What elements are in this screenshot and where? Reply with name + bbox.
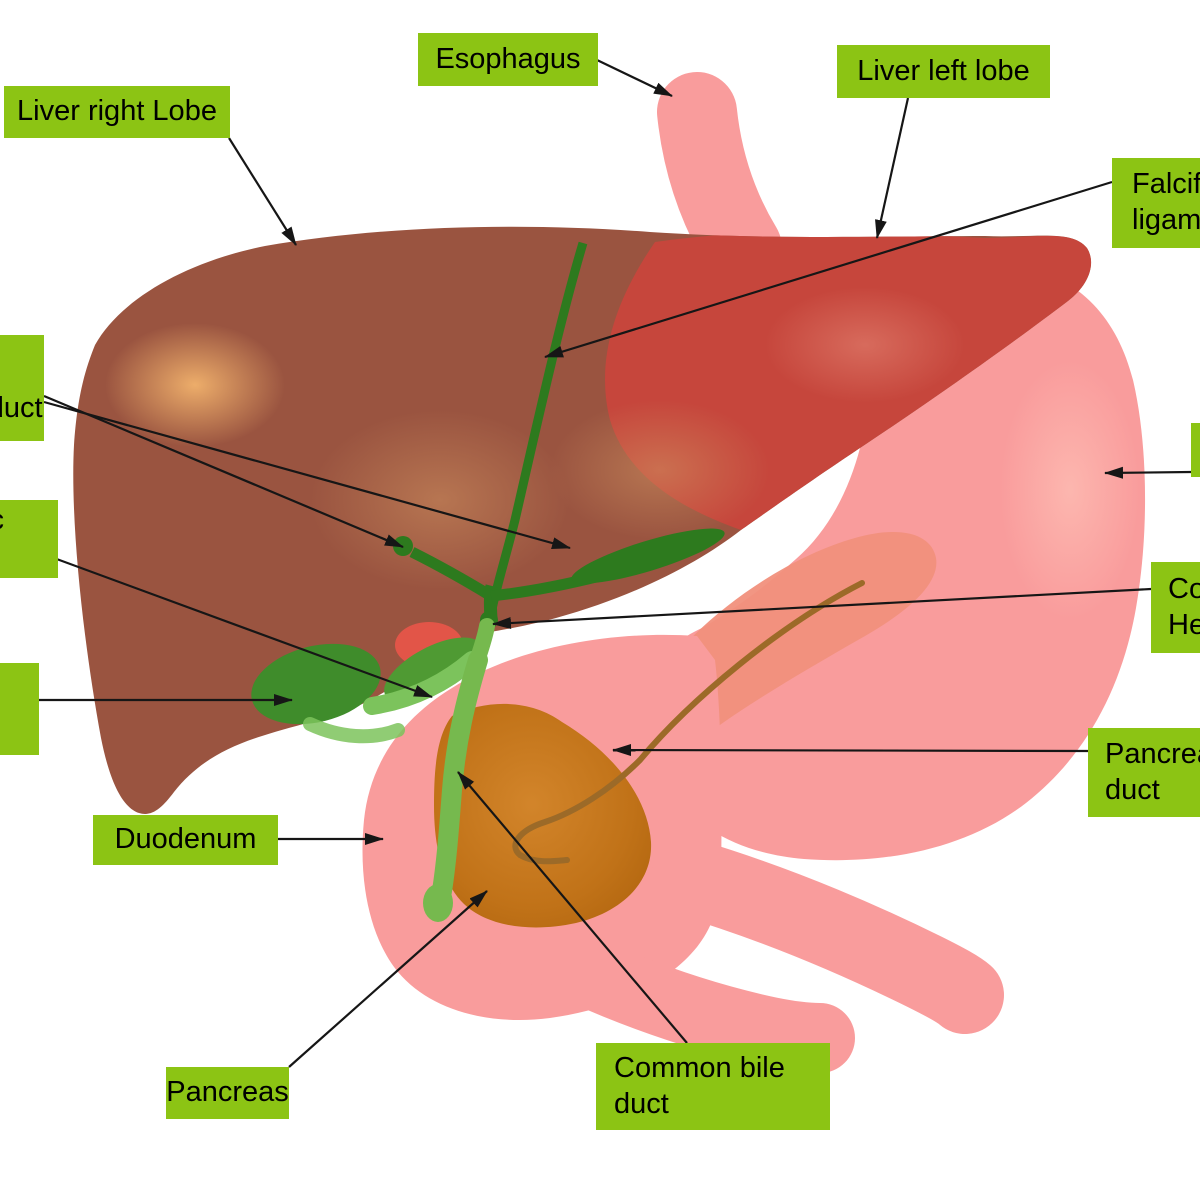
label-liver-right-lobe: Liver right Lobe bbox=[4, 86, 230, 138]
leader-stomach bbox=[1104, 466, 1192, 479]
label-falciform-ligament-line1: Falciform bbox=[1132, 168, 1200, 201]
leader-cystic-duct bbox=[23, 545, 433, 699]
leader-hepatic-duct-left bbox=[43, 394, 404, 549]
leader-common-bile-duct bbox=[457, 771, 688, 1044]
label-common-hepatic-duct: Common Hepatic duct bbox=[1151, 562, 1200, 653]
label-duodenum: Duodenum bbox=[93, 815, 278, 865]
label-pancreatic-duct: Pancreatic duct bbox=[1088, 728, 1200, 817]
common-bile-duct-shape bbox=[430, 650, 488, 913]
leader-liver-left-lobe bbox=[875, 97, 910, 239]
leader-falciform-ligament bbox=[544, 180, 1113, 359]
jejunum-shape bbox=[495, 839, 1004, 1073]
label-common-bile-duct-line2: duct bbox=[614, 1087, 669, 1120]
leader-hepatic-duct-right bbox=[43, 400, 571, 550]
esophagus-shape bbox=[657, 72, 782, 288]
pancreatic-duct-shape bbox=[512, 580, 865, 865]
leader-pancreatic-duct bbox=[612, 744, 1089, 757]
right-hepatic-duct-shape bbox=[571, 528, 725, 584]
label-pancreatic-duct-line2: duct bbox=[1105, 773, 1160, 806]
label-common-hepatic-duct-line2: Hepatic duct bbox=[1168, 608, 1200, 641]
label-duodenum-text: Duodenum bbox=[114, 823, 257, 856]
label-pancreas-text: Pancreas bbox=[166, 1076, 289, 1109]
label-stomach bbox=[1191, 423, 1200, 477]
leader-pancreas bbox=[288, 890, 488, 1068]
label-cystic-duct: Cystic duct bbox=[0, 500, 58, 578]
label-pancreatic-duct-line1: Pancreatic bbox=[1105, 737, 1200, 770]
label-hepatic-duct: Hepatic duct bbox=[0, 335, 44, 441]
label-falciform-ligament-line2: ligament bbox=[1132, 204, 1200, 236]
pancreas-head-shape bbox=[434, 703, 652, 928]
label-falciform-ligament: Falciform ligament bbox=[1112, 158, 1200, 248]
leader-liver-right-lobe bbox=[228, 137, 297, 246]
leader-common-hepatic-duct bbox=[492, 587, 1152, 630]
label-liver-left-lobe-text: Liver left lobe bbox=[857, 54, 1030, 87]
label-pancreas: Pancreas bbox=[166, 1067, 289, 1119]
label-hepatic-duct-text: Hepatic duct bbox=[0, 392, 43, 425]
label-common-bile-duct-line1: Common bile bbox=[614, 1051, 785, 1084]
label-liver-right-lobe-text: Liver right Lobe bbox=[17, 95, 217, 128]
label-gall-bladder: Gall bladder bbox=[0, 663, 39, 755]
label-common-bile-duct: Common bile duct bbox=[596, 1043, 830, 1130]
label-cystic-duct-line1: Cystic bbox=[0, 503, 4, 539]
label-esophagus-text: Esophagus bbox=[435, 42, 581, 75]
label-common-hepatic-duct-line1: Common bbox=[1168, 572, 1200, 605]
leader-esophagus bbox=[596, 59, 673, 97]
leader-lines bbox=[20, 59, 1192, 1068]
label-esophagus: Esophagus bbox=[418, 33, 598, 86]
label-liver-left-lobe: Liver left lobe bbox=[837, 45, 1050, 98]
